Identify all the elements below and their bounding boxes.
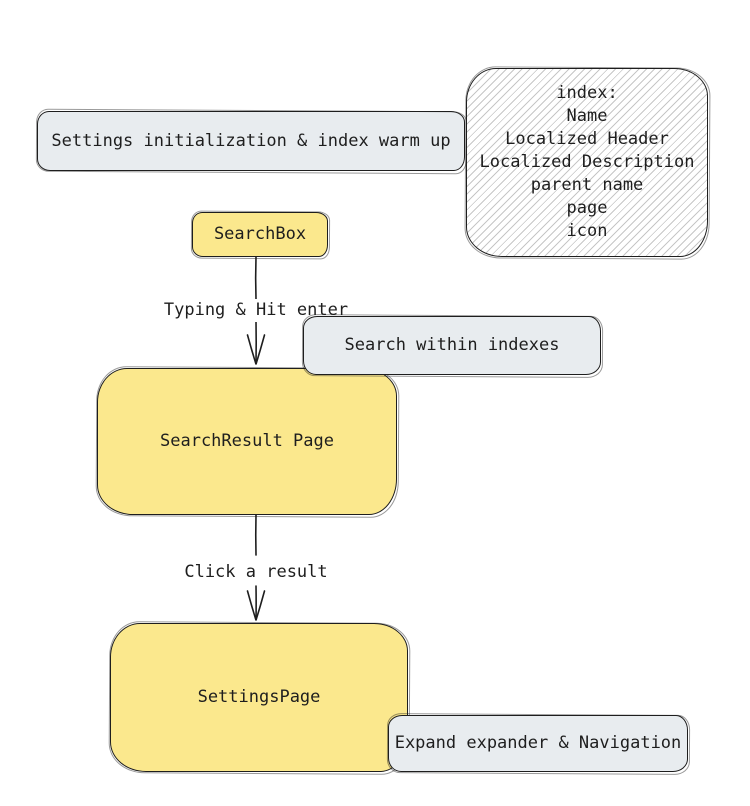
index-note-line: Localized Header: [505, 129, 669, 149]
node-index-fields-note: index: Name Localized Header Localized D…: [466, 68, 708, 257]
node-expand-expander-navigation: Expand expander & Navigation: [388, 715, 688, 772]
index-note-line: parent name: [530, 175, 644, 195]
typing-arrow-label: Typing & Hit enter: [150, 299, 362, 322]
index-note-line: icon: [566, 221, 608, 241]
index-fields-list: index: Name Localized Header Localized D…: [480, 82, 695, 243]
node-settings-page: SettingsPage: [110, 623, 408, 772]
typing-arrow: [246, 256, 266, 365]
index-note-line: page: [566, 198, 608, 218]
node-settings-initialization: Settings initialization & index warm up: [37, 111, 465, 171]
node-search-result-page-label: SearchResult Page: [160, 431, 334, 451]
node-search-within-indexes: Search within indexes: [303, 316, 601, 375]
index-note-line: index:: [556, 83, 618, 103]
click-result-arrow: [246, 514, 266, 621]
node-search-box: SearchBox: [192, 212, 328, 257]
click-result-arrow-label: Click a result: [178, 561, 334, 584]
node-settings-page-label: SettingsPage: [197, 687, 321, 707]
index-note-line: Name: [566, 106, 608, 126]
node-search-within-indexes-label: Search within indexes: [344, 335, 560, 355]
node-expand-expander-navigation-label: Expand expander & Navigation: [394, 733, 682, 753]
node-search-result-page: SearchResult Page: [97, 368, 397, 515]
index-note-line: Localized Description: [479, 152, 695, 172]
node-settings-initialization-label: Settings initialization & index warm up: [51, 130, 451, 151]
node-search-box-label: SearchBox: [213, 224, 307, 244]
